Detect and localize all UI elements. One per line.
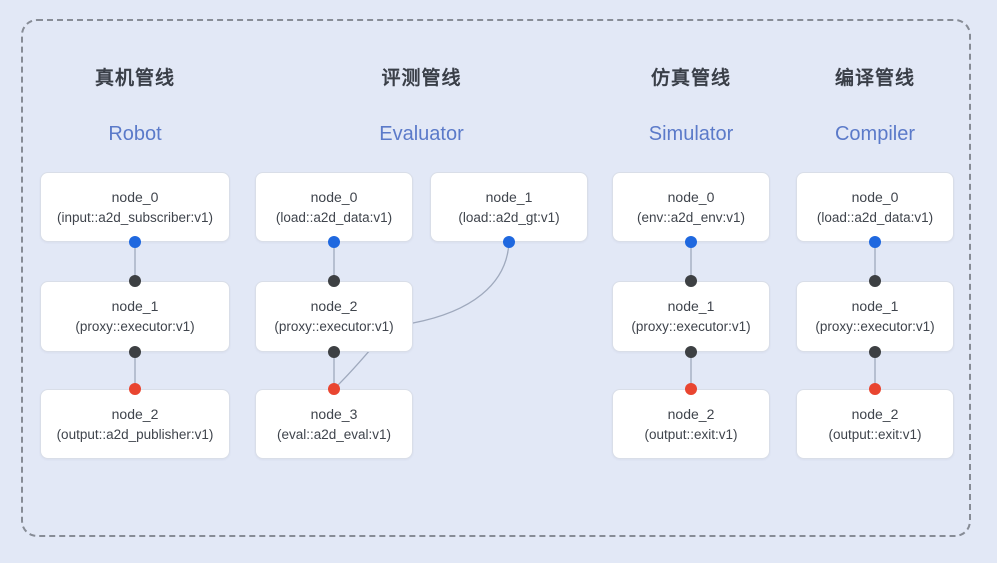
node-box-simulator-node0: node_0 (env::a2d_env:v1) [612, 172, 770, 242]
edge-eval-n1-n3-curve [333, 241, 510, 390]
node-type: (input::a2d_subscriber:v1) [56, 209, 214, 225]
node-type: (load::a2d_gt:v1) [458, 209, 560, 225]
output-port-dot-blue [129, 236, 141, 248]
node-box-robot-node0: node_0 (input::a2d_subscriber:v1) [40, 172, 230, 242]
node-box-compiler-node1: node_1 (proxy::executor:v1) [796, 281, 954, 352]
node-type: (load::a2d_data:v1) [275, 209, 393, 225]
node-type: (output::a2d_publisher:v1) [56, 426, 214, 442]
node-box-evaluator-node1: node_1 (load::a2d_gt:v1) [430, 172, 588, 242]
pipeline-title-en: Compiler [834, 123, 916, 145]
output-port-dot-black [129, 346, 141, 358]
pipeline-title-en: Evaluator [379, 123, 464, 145]
node-box-compiler-node0: node_0 (load::a2d_data:v1) [796, 172, 954, 242]
input-port-dot-black [869, 275, 881, 287]
pipeline-title-en: Robot [108, 123, 162, 145]
output-port-dot-blue [503, 236, 515, 248]
input-port-dot-red [129, 383, 141, 395]
pipeline-title-en: Simulator [648, 123, 734, 145]
input-port-dot-red [328, 383, 340, 395]
node-type: (output::exit:v1) [828, 426, 922, 442]
node-box-robot-node2: node_2 (output::a2d_publisher:v1) [40, 389, 230, 459]
output-port-dot-blue [685, 236, 697, 248]
node-label: node_2 [667, 405, 715, 422]
node-label: node_1 [667, 298, 715, 314]
node-label: node_0 [851, 188, 899, 205]
node-type: (eval::a2d_eval:v1) [276, 426, 392, 442]
pipeline-title-zh: 仿真管线 [650, 68, 731, 89]
node-type: (output::exit:v1) [644, 426, 738, 442]
dashed-frame [21, 19, 971, 537]
node-label: node_1 [851, 298, 899, 314]
node-type: (proxy::executor:v1) [631, 319, 751, 334]
node-label: node_2 [111, 405, 159, 422]
output-port-dot-blue [869, 236, 881, 248]
output-port-dot-black [328, 346, 340, 358]
node-label: node_1 [111, 298, 159, 314]
input-port-dot-black [328, 275, 340, 287]
input-port-dot-black [685, 275, 697, 287]
node-box-robot-node1: node_1 (proxy::executor:v1) [40, 281, 230, 352]
node-type: (env::a2d_env:v1) [636, 209, 746, 225]
input-port-dot-red [685, 383, 697, 395]
node-box-evaluator-node3: node_3 (eval::a2d_eval:v1) [255, 389, 413, 459]
node-box-evaluator-node0: node_0 (load::a2d_data:v1) [255, 172, 413, 242]
input-port-dot-red [869, 383, 881, 395]
node-label: node_0 [310, 188, 358, 205]
node-label: node_3 [310, 405, 358, 422]
node-label: node_1 [485, 188, 533, 205]
output-port-dot-black [869, 346, 881, 358]
node-label: node_2 [310, 298, 358, 314]
node-type: (proxy::executor:v1) [75, 319, 195, 334]
node-type: (proxy::executor:v1) [815, 319, 935, 334]
node-box-simulator-node1: node_1 (proxy::executor:v1) [612, 281, 770, 352]
node-label: node_0 [111, 188, 159, 205]
node-type: (load::a2d_data:v1) [816, 209, 934, 225]
node-type: (proxy::executor:v1) [274, 319, 394, 334]
node-label: node_2 [851, 405, 899, 422]
pipeline-title-zh: 评测管线 [381, 68, 462, 89]
node-box-evaluator-node2: node_2 (proxy::executor:v1) [255, 281, 413, 352]
pipeline-title-zh: 真机管线 [94, 68, 175, 89]
node-label: node_0 [667, 188, 715, 205]
node-box-simulator-node2: node_2 (output::exit:v1) [612, 389, 770, 459]
input-port-dot-black [129, 275, 141, 287]
output-port-dot-blue [328, 236, 340, 248]
node-box-compiler-node2: node_2 (output::exit:v1) [796, 389, 954, 459]
output-port-dot-black [685, 346, 697, 358]
pipeline-title-zh: 编译管线 [834, 68, 915, 89]
